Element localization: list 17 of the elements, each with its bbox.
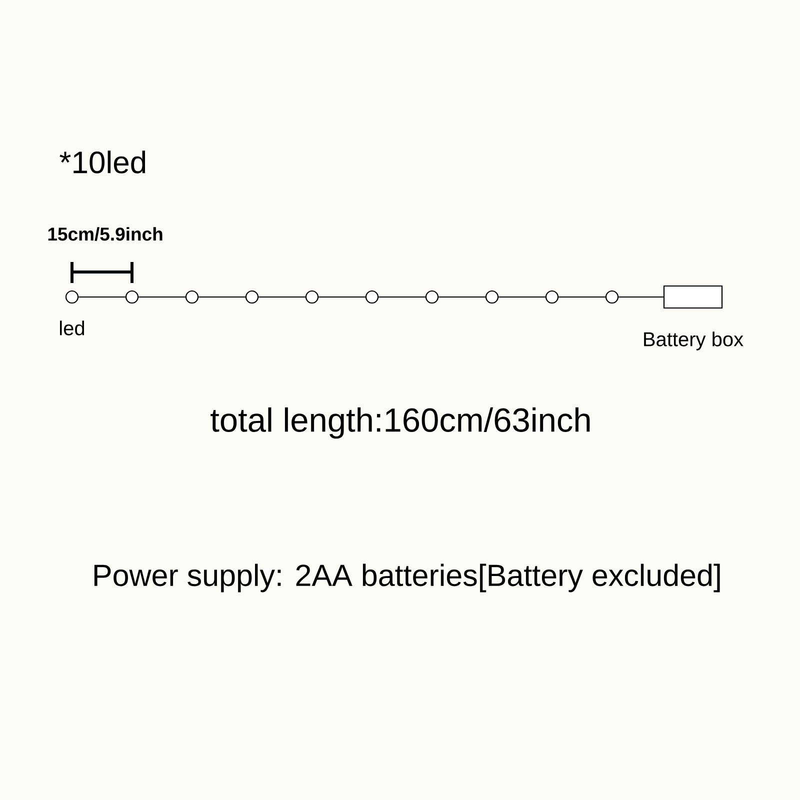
dimension-label: 15cm/5.9inch — [48, 227, 162, 241]
length-text: total length:160cm/63inch — [210, 407, 590, 439]
power-supply-text: Power supply: 2AA batteries[Battery excluded] — [94, 564, 720, 592]
part-label: Battery box — [644, 332, 744, 350]
wire — [498, 296, 546, 298]
battery-box — [663, 285, 723, 309]
part-label: led — [60, 320, 84, 336]
wire — [198, 296, 246, 298]
wire — [558, 296, 606, 298]
wire — [378, 296, 426, 298]
note-text: *10led — [60, 150, 146, 174]
wire — [78, 296, 126, 298]
wire — [258, 296, 306, 298]
wire — [618, 296, 664, 298]
wire — [138, 296, 186, 298]
wire — [318, 296, 366, 298]
wire — [438, 296, 486, 298]
